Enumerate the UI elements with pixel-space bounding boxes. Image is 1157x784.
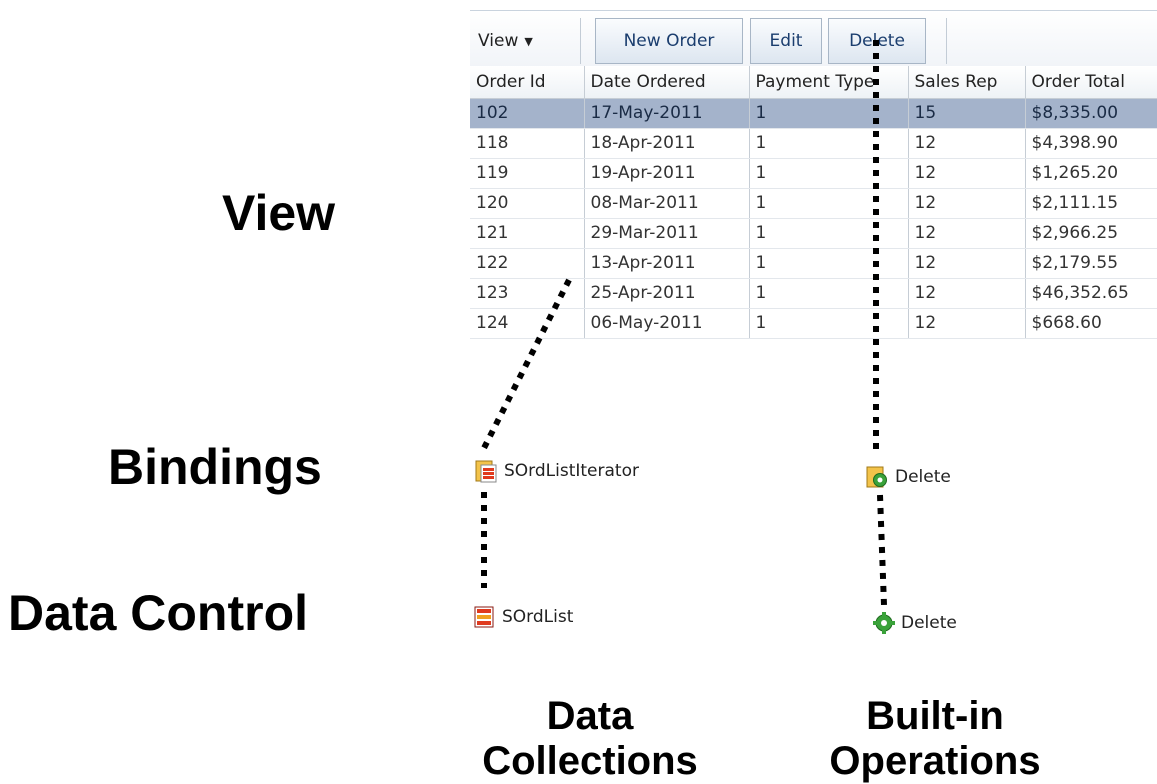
table-header-row: Order Id Date Ordered Payment Type Sales… <box>470 66 1157 99</box>
cell-sales-rep: 12 <box>908 128 1026 159</box>
cell-order-id: 102 <box>470 98 585 129</box>
connector-action-to-operation <box>877 494 887 606</box>
cell-order-id: 118 <box>470 128 585 159</box>
layer-label-bindings: Bindings <box>108 439 322 495</box>
delete-operation-data-control[interactable]: Delete <box>872 610 957 636</box>
connector-view-to-iterator <box>479 278 572 454</box>
layer-label-view: View <box>222 185 336 241</box>
cell-order-id: 120 <box>470 188 585 219</box>
cell-order-total: $46,352.65 <box>1025 278 1157 309</box>
action-binding-icon <box>866 466 887 488</box>
cell-sales-rep: 15 <box>908 98 1026 129</box>
toolbar-divider <box>946 18 947 64</box>
cell-order-total: $2,111.15 <box>1025 188 1157 219</box>
cell-sales-rep: 12 <box>908 158 1026 189</box>
edit-button[interactable]: Edit <box>750 18 822 64</box>
cell-order-total: $8,335.00 <box>1025 98 1157 129</box>
collection-data-control[interactable]: SOrdList <box>473 604 573 630</box>
cell-payment-type: 1 <box>749 188 909 219</box>
orders-table: Order Id Date Ordered Payment Type Sales… <box>470 66 1157 339</box>
cell-sales-rep: 12 <box>908 308 1026 339</box>
cell-sales-rep: 12 <box>908 188 1026 219</box>
cell-date-ordered: 25-Apr-2011 <box>584 278 750 309</box>
cell-payment-type: 1 <box>749 158 909 189</box>
column-header-payment-type[interactable]: Payment Type <box>749 66 909 99</box>
cell-payment-type: 1 <box>749 128 909 159</box>
cell-payment-type: 1 <box>749 248 909 279</box>
cell-order-total: $2,966.25 <box>1025 218 1157 249</box>
cell-order-id: 121 <box>470 218 585 249</box>
cell-order-total: $668.60 <box>1025 308 1157 339</box>
category-line: Collections <box>482 739 698 783</box>
column-header-date-ordered[interactable]: Date Ordered <box>584 66 750 99</box>
iterator-binding-icon <box>475 460 497 483</box>
cell-order-id: 122 <box>470 248 585 279</box>
cell-order-total: $2,179.55 <box>1025 248 1157 279</box>
column-header-order-id[interactable]: Order Id <box>470 66 585 99</box>
cell-date-ordered: 13-Apr-2011 <box>584 248 750 279</box>
chevron-down-icon: ▼ <box>524 34 533 48</box>
cell-date-ordered: 08-Mar-2011 <box>584 188 750 219</box>
new-order-button[interactable]: New Order <box>595 18 743 64</box>
layer-label-data-control: Data Control <box>8 585 308 641</box>
cell-date-ordered: 18-Apr-2011 <box>584 128 750 159</box>
cell-sales-rep: 12 <box>908 248 1026 279</box>
toolbar-divider <box>580 18 581 64</box>
delete-action-label: Delete <box>895 467 951 487</box>
collection-icon <box>474 606 494 628</box>
collection-label: SOrdList <box>502 607 574 627</box>
column-header-order-total[interactable]: Order Total <box>1025 66 1157 99</box>
cell-sales-rep: 12 <box>908 278 1026 309</box>
cell-payment-type: 1 <box>749 278 909 309</box>
cell-date-ordered: 19-Apr-2011 <box>584 158 750 189</box>
category-label-built-in-operations: Built-in Operations <box>795 694 1075 784</box>
view-menu-label: View <box>478 31 519 51</box>
cell-date-ordered: 29-Mar-2011 <box>584 218 750 249</box>
cell-sales-rep: 12 <box>908 218 1026 249</box>
column-header-sales-rep[interactable]: Sales Rep <box>908 66 1026 99</box>
iterator-binding[interactable]: SOrdListIterator <box>475 458 639 484</box>
category-line: Operations <box>829 739 1041 783</box>
category-label-data-collections: Data Collections <box>465 694 715 784</box>
iterator-binding-label: SOrdListIterator <box>504 461 639 481</box>
cell-payment-type: 1 <box>749 98 909 129</box>
cell-payment-type: 1 <box>749 308 909 339</box>
cell-order-id: 119 <box>470 158 585 189</box>
cell-order-id: 124 <box>470 308 585 339</box>
category-line: Data <box>546 694 634 738</box>
category-line: Built-in <box>866 694 1004 738</box>
delete-operation-label: Delete <box>901 613 957 633</box>
view-menu-button[interactable]: View ▼ <box>478 18 558 64</box>
cell-payment-type: 1 <box>749 218 909 249</box>
cell-date-ordered: 17-May-2011 <box>584 98 750 129</box>
cell-date-ordered: 06-May-2011 <box>584 308 750 339</box>
cell-order-total: $4,398.90 <box>1025 128 1157 159</box>
table-toolbar: View ▼ New Order Edit Delete <box>470 10 1157 67</box>
gear-icon <box>873 612 895 634</box>
delete-action-binding[interactable]: Delete <box>866 464 951 490</box>
cell-order-total: $1,265.20 <box>1025 158 1157 189</box>
